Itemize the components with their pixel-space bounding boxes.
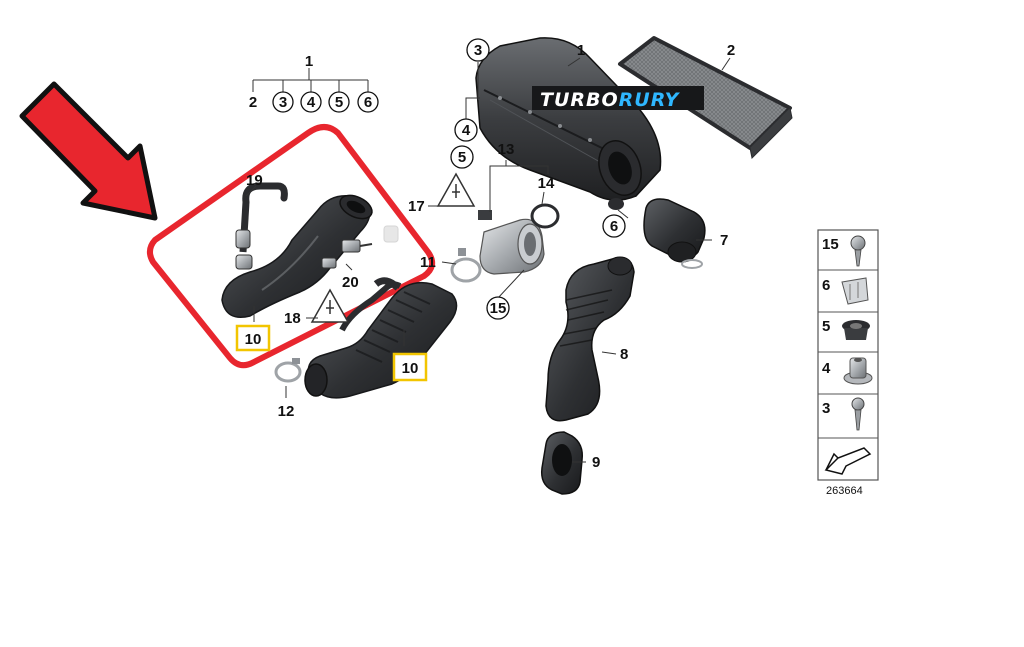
label-1: 1 [577,42,585,59]
label-18: 18 [284,310,301,327]
label-19: 19 [246,172,263,189]
label-4-group-circle [300,91,322,113]
clip-icon [841,277,869,305]
red-pointer-arrow-icon [19,81,158,221]
label-2-group: 2 [249,94,257,111]
part-11-hose-clamp [450,248,482,283]
legend-item-3: 3 [822,400,830,417]
part-12-hose-clamp [274,358,302,383]
part-20-fitting [321,225,399,269]
part-2-air-filter-element [618,36,793,160]
label-3-circle [466,38,490,62]
label-10-a: 10 [245,331,262,348]
label-6-group: 6 [364,94,372,111]
part-6-grommet [608,198,624,210]
label-20: 20 [342,274,359,291]
label-17: 17 [408,198,425,215]
part-8-intake-hose [545,256,635,422]
label-6-group-circle [357,91,379,113]
label-11: 11 [420,254,436,271]
label-6: 6 [610,218,618,235]
label-5-group: 5 [335,94,343,111]
label-8: 8 [620,346,628,363]
callout-10-duct: 10 [392,352,428,382]
label-2: 2 [727,42,735,59]
hardware-legend: 15 6 5 4 3 [817,229,879,481]
label-4: 4 [462,122,471,139]
label-14: 14 [538,175,555,192]
label-10-b: 10 [402,360,419,377]
callout-10-highlighted: 10 [235,324,271,352]
legend-item-5: 5 [822,318,830,335]
highlight-frame [147,124,436,369]
label-15: 15 [490,300,507,317]
part-10-intake-pipe-highlighted [221,194,373,318]
legend-item-6: 6 [822,277,830,294]
part-10-corrugated-duct [304,277,458,399]
label-5-circle [450,145,474,169]
legend-item-4: 4 [822,360,831,377]
screw-icon [850,235,866,267]
warning-triangle-18-icon [310,288,350,323]
part-1-air-filter-housing [475,37,662,201]
leader-lines [245,57,731,463]
label-5: 5 [458,149,466,166]
part-14-seal-ring [530,203,560,229]
part-13-air-mass-meter [478,210,545,275]
label-9: 9 [592,454,600,471]
turborury-watermark: TURBORURY [532,86,704,111]
legend-item-15: 15 [822,236,839,253]
label-4-circle [454,118,478,142]
label-4-group: 4 [307,94,316,111]
rubber-mount-icon [843,357,873,385]
part-7-rubber-connector [643,198,706,269]
diagram-id: 263664 [826,485,863,497]
part-19-breather-hose [235,182,288,270]
label-1-group: 1 [305,53,313,70]
screw-icon [851,397,865,431]
label-15-circle [486,296,510,320]
label-12: 12 [278,403,295,420]
label-3-group: 3 [279,94,287,111]
watermark-text: TURBORURY [540,89,681,111]
label-5-group-circle [328,91,350,113]
label-7: 7 [720,232,728,249]
part-9-intake-mouth [540,431,584,495]
label-3: 3 [474,42,482,59]
label-13: 13 [498,141,515,158]
grommet-icon [842,320,870,340]
direction-arrow-icon [824,447,872,475]
label-3-group-circle [272,91,294,113]
label-6-circle [602,214,626,238]
warning-triangle-17-icon [436,172,476,207]
